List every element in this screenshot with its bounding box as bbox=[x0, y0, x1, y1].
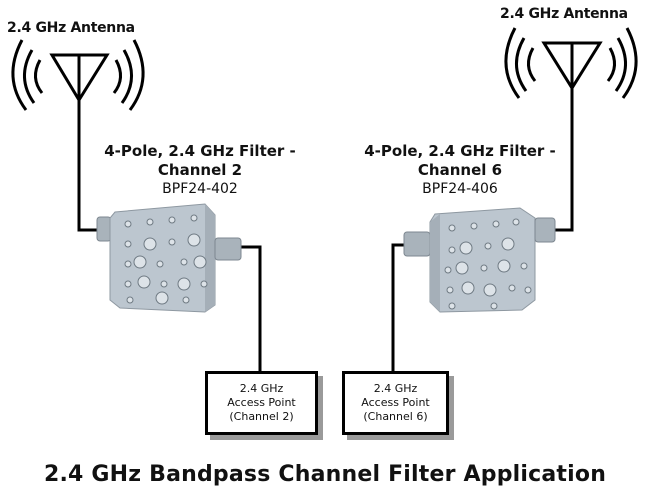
left-filter-title-line2: Channel 2 bbox=[157, 161, 243, 179]
left-antenna-label: 2.4 GHz Antenna bbox=[7, 20, 135, 36]
left-filter-label: 4-Pole, 2.4 GHz Filter - Channel 2 BPF24… bbox=[95, 142, 305, 198]
left-ap-line1: 2.4 GHz bbox=[239, 382, 284, 395]
right-filter-title-line1: 4-Pole, 2.4 GHz Filter - bbox=[364, 142, 556, 160]
diagram-caption: 2.4 GHz Bandpass Channel Filter Applicat… bbox=[43, 462, 607, 487]
right-filter-label: 4-Pole, 2.4 GHz Filter - Channel 6 BPF24… bbox=[355, 142, 565, 198]
right-filter-title-line2: Channel 6 bbox=[417, 161, 503, 179]
right-antenna-label: 2.4 GHz Antenna bbox=[500, 6, 628, 22]
right-ap-line3: (Channel 6) bbox=[363, 410, 428, 423]
left-filter-title-line1: 4-Pole, 2.4 GHz Filter - bbox=[104, 142, 296, 160]
right-access-point-box: 2.4 GHz Access Point (Channel 6) bbox=[342, 371, 449, 435]
right-filter-model: BPF24-406 bbox=[422, 181, 498, 197]
left-antenna-wire bbox=[77, 100, 100, 232]
right-ap-wire bbox=[391, 243, 405, 372]
left-ap-wire bbox=[240, 245, 262, 372]
left-filter-image bbox=[96, 203, 242, 313]
left-ap-line2: Access Point bbox=[227, 396, 296, 409]
left-filter-model: BPF24-402 bbox=[162, 181, 238, 197]
left-ap-line3: (Channel 2) bbox=[229, 410, 294, 423]
left-antenna-icon bbox=[11, 39, 145, 111]
right-antenna-wire bbox=[550, 88, 574, 232]
right-filter-image bbox=[403, 207, 556, 313]
right-antenna-icon bbox=[504, 27, 638, 99]
right-ap-line2: Access Point bbox=[361, 396, 430, 409]
right-ap-line1: 2.4 GHz bbox=[373, 382, 418, 395]
left-access-point-box: 2.4 GHz Access Point (Channel 2) bbox=[205, 371, 318, 435]
